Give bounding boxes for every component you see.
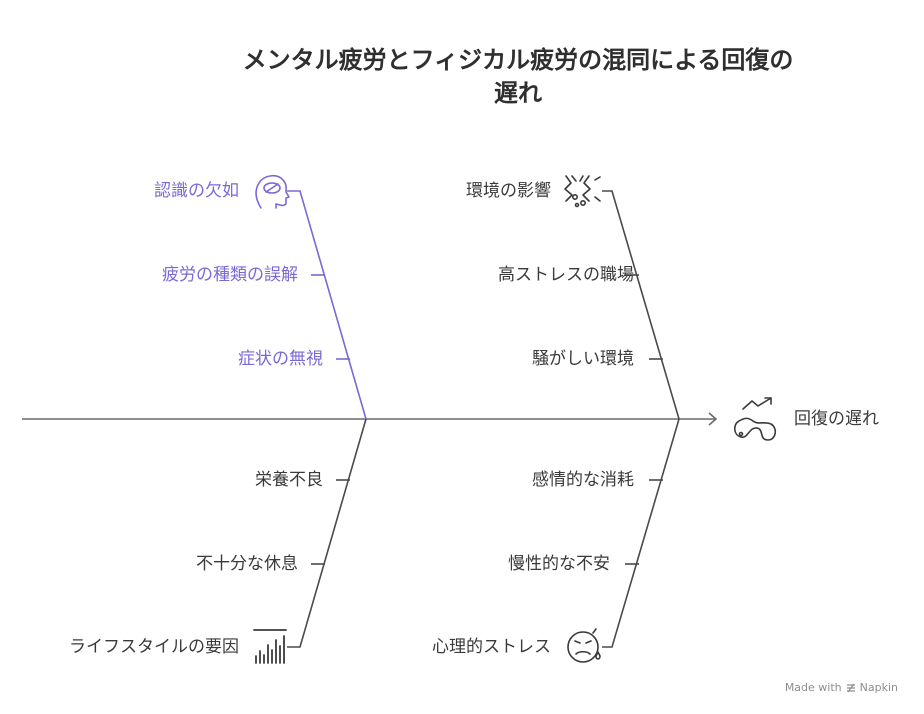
cause-label: 症状の無視 — [238, 349, 323, 369]
watermark-prefix: Made with — [784, 681, 842, 694]
zigzag-path-icon — [733, 397, 777, 441]
bar-chart-icon — [253, 629, 287, 664]
diagram-title: メンタル疲労とフィジカル疲労の混同による回復の 遅れ — [200, 44, 836, 110]
category-label-environment: 環境の影響 — [466, 181, 551, 201]
cause-label: 感情的な消耗 — [532, 470, 634, 490]
category-label-lifestyle: ライフスタイルの要因 — [69, 637, 239, 657]
cause-label: 騒がしい環境 — [532, 349, 634, 369]
head-mind-icon — [255, 174, 290, 209]
napkin-watermark[interactable]: Made with Napkin — [785, 681, 898, 694]
napkin-logo-icon — [846, 683, 855, 692]
title-line-2: 遅れ — [494, 79, 542, 107]
effect-label: 回復の遅れ — [794, 409, 879, 429]
category-label-psychology: 心理的ストレス — [432, 637, 551, 657]
stressed-face-icon — [567, 628, 601, 663]
watermark-brand: Napkin — [859, 681, 898, 694]
cause-label: 不十分な休息 — [196, 554, 298, 574]
cause-label: 高ストレスの職場 — [498, 265, 634, 285]
cause-label: 慢性的な不安 — [508, 554, 610, 574]
bone-lifestyle — [287, 418, 367, 648]
noise-burst-icon — [564, 175, 601, 208]
title-line-1: メンタル疲労とフィジカル疲労の混同による回復の — [242, 46, 794, 74]
bone-psychology — [602, 418, 680, 648]
bone-cognition — [287, 190, 367, 420]
spine-arrowhead — [708, 412, 718, 426]
cause-label: 栄養不良 — [255, 470, 323, 490]
cause-label: 疲労の種類の誤解 — [162, 265, 298, 285]
bone-environment — [602, 190, 680, 420]
category-label-cognition: 認識の欠如 — [154, 181, 239, 201]
